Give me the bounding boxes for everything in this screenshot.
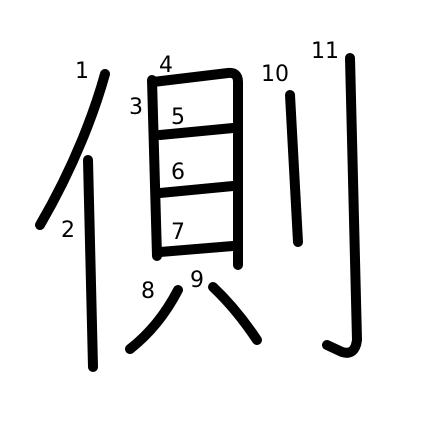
stroke-6	[155, 181, 238, 198]
stroke-4	[148, 67, 243, 270]
stroke-10	[285, 90, 303, 247]
stroke-number-2: 2	[61, 218, 75, 243]
stroke-number-9: 9	[190, 268, 204, 293]
stroke-1	[35, 69, 110, 230]
stroke-7	[155, 241, 238, 257]
stroke-3	[147, 75, 162, 261]
stroke-5	[155, 123, 238, 140]
stroke-number-5: 5	[171, 105, 185, 130]
stroke-number-4: 4	[159, 53, 173, 78]
stroke-2	[83, 155, 98, 372]
stroke-number-1: 1	[75, 59, 89, 84]
stroke-number-6: 6	[171, 160, 185, 185]
stroke-8	[125, 285, 183, 354]
stroke-number-3: 3	[129, 95, 143, 120]
stroke-11	[322, 53, 362, 358]
stroke-number-8: 8	[141, 279, 155, 304]
stroke-number-7: 7	[171, 220, 185, 245]
stroke-number-10: 10	[261, 62, 289, 87]
stroke-number-11: 11	[311, 39, 339, 64]
stroke-9	[208, 282, 262, 345]
